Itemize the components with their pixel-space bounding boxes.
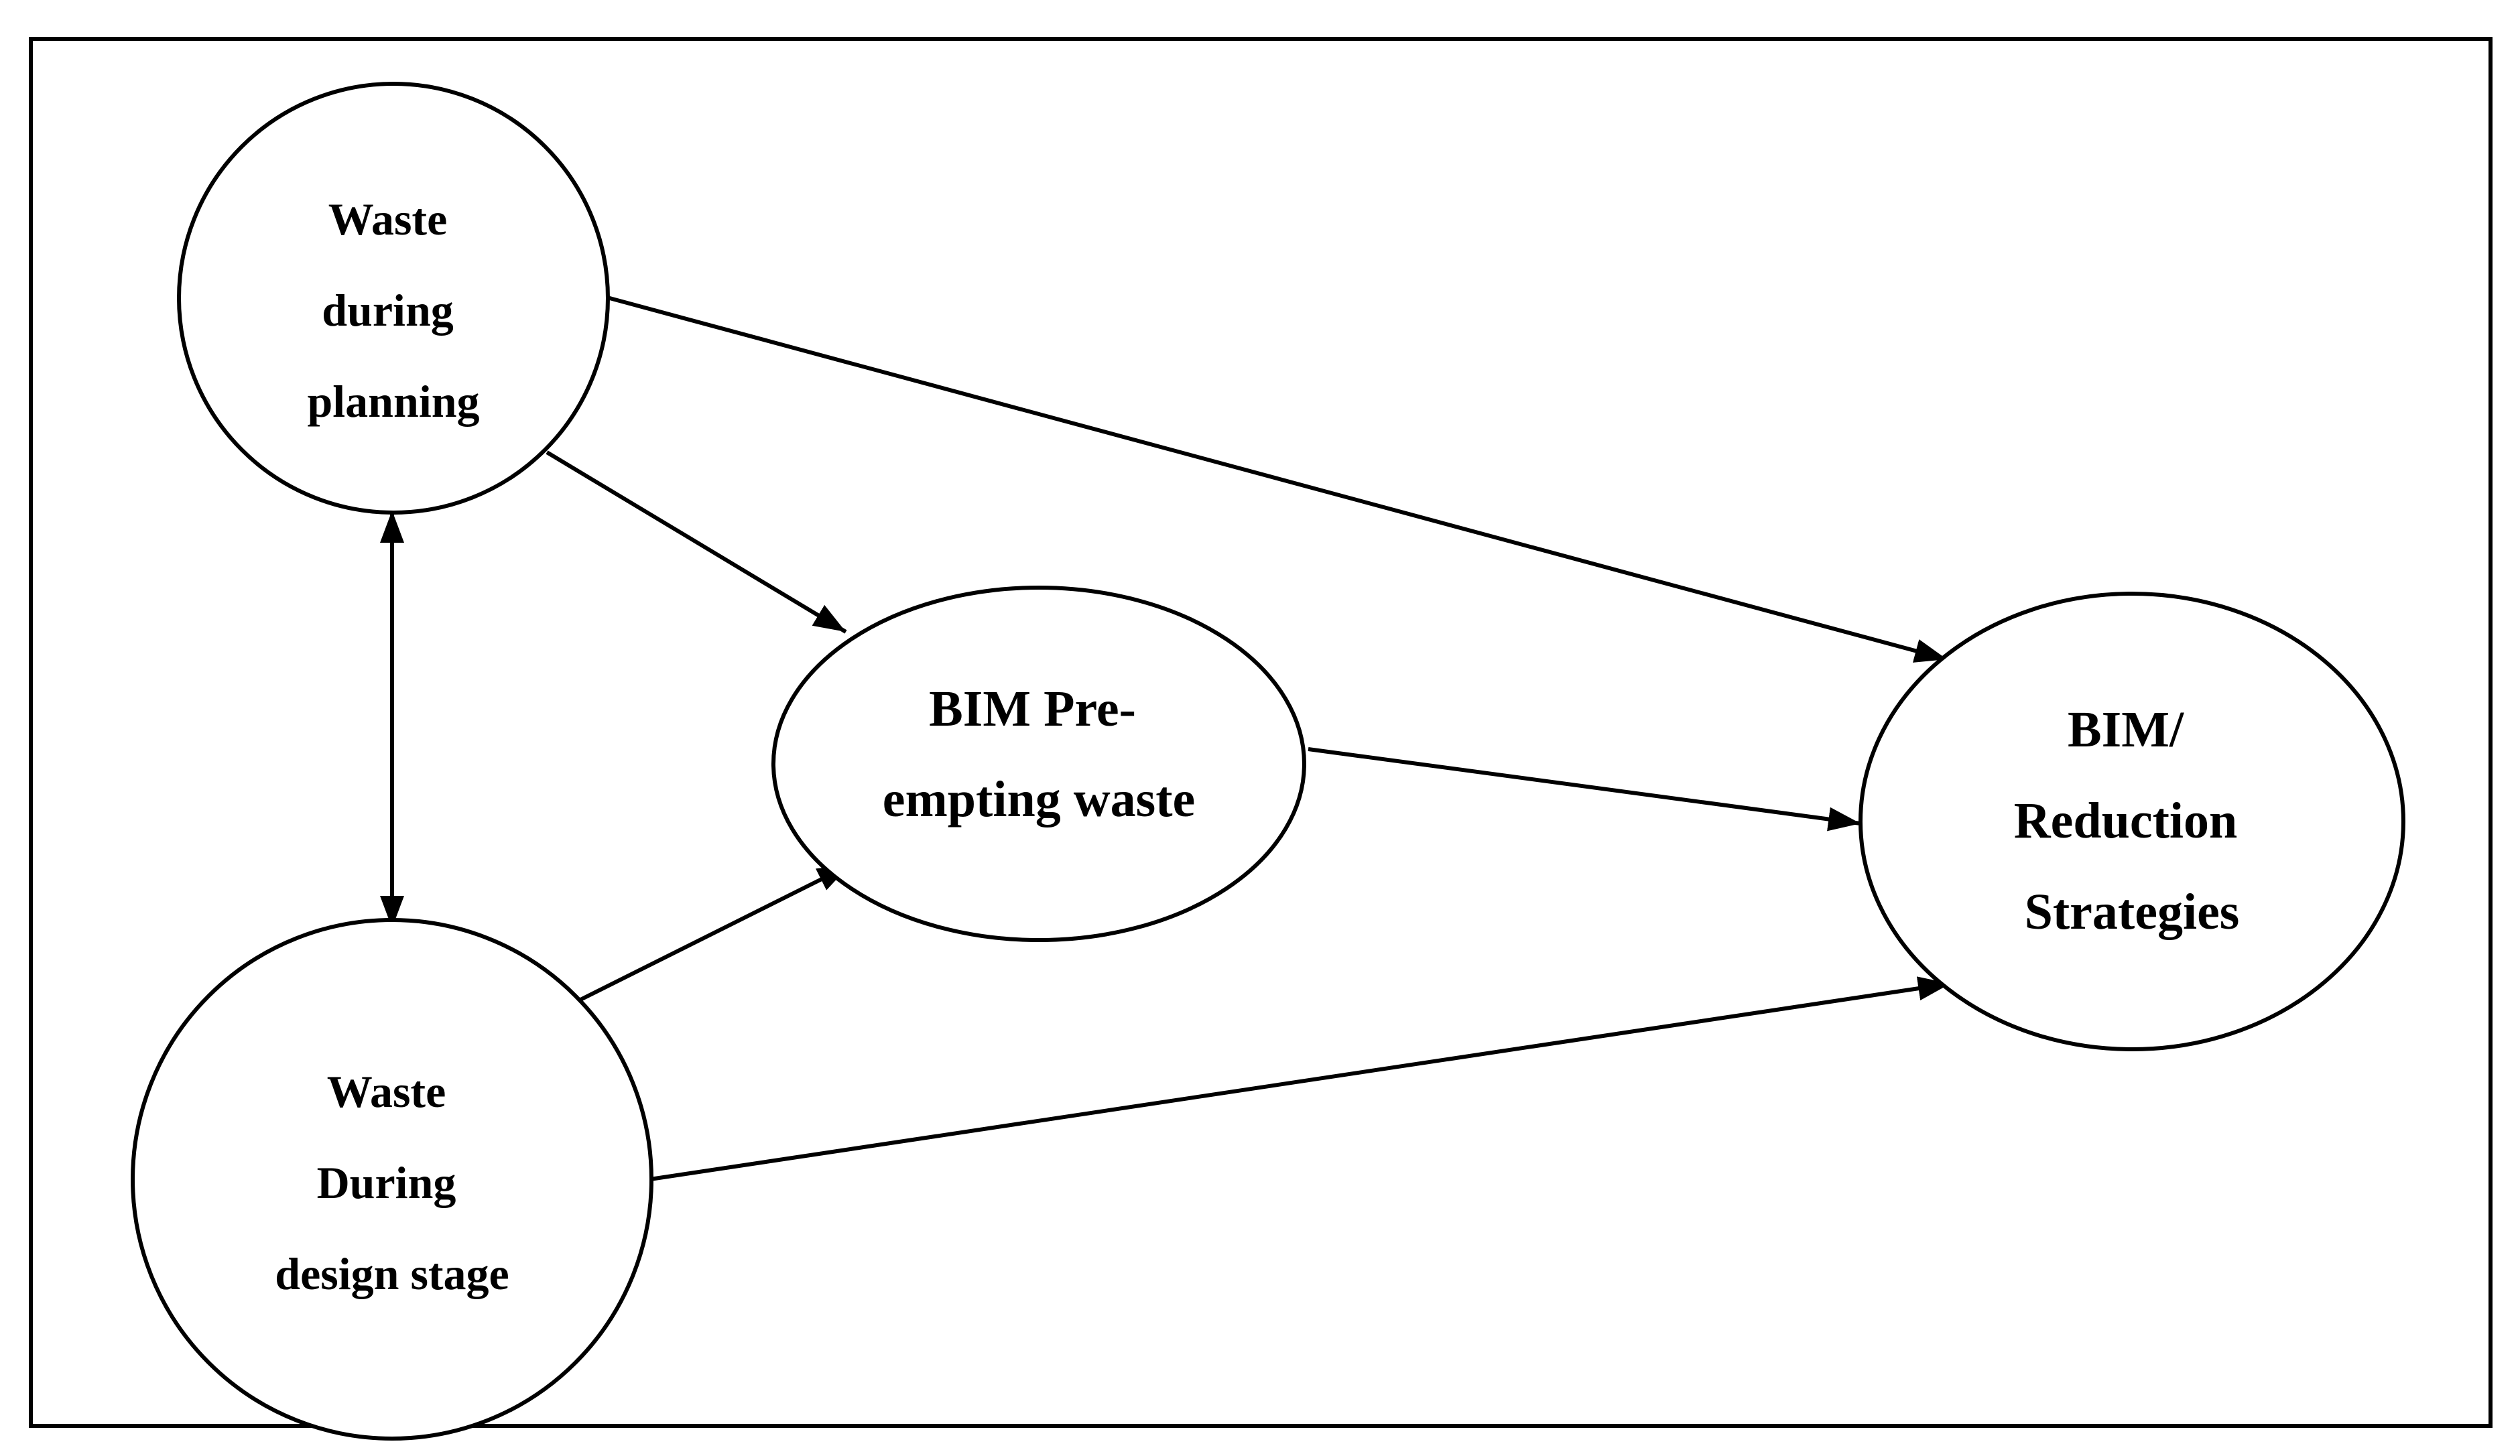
edges-layer: [380, 295, 1951, 1181]
node-planning-line-1: Waste: [328, 194, 448, 245]
node-preempt-ellipse: [771, 586, 1306, 942]
diagram-frame: [29, 37, 2493, 1428]
node-reduction-ellipse: [1858, 592, 2405, 1051]
node-reduction-line-2: Reduction: [2014, 793, 2238, 849]
svg-text:BIM Pre- empting waste: BIM Pre- empting waste: [883, 681, 1196, 828]
node-design-line-1: Waste: [327, 1066, 446, 1117]
node-waste-during-design-stage: Waste During design stage: [131, 918, 653, 1441]
node-waste-during-planning: Waste during planning: [177, 82, 610, 515]
node-bim-pre-empting-waste: BIM Pre- empting waste: [771, 586, 1306, 942]
node-preempt-line-1: BIM Pre-: [929, 681, 1136, 737]
edge-planning-to-preempt: [546, 450, 847, 634]
svg-text:Waste during plann: Waste during planning: [307, 194, 479, 427]
node-planning-line-2: during: [322, 285, 454, 336]
edge-planning-to-reduction: [607, 295, 1948, 663]
node-design-line-3: design stage: [275, 1248, 509, 1299]
node-reduction-line-1: BIM/: [2068, 702, 2184, 758]
node-reduction-line-3: Strategies: [2025, 884, 2240, 940]
node-planning-circle: [177, 82, 610, 515]
node-design-circle: [131, 918, 653, 1441]
svg-text:Waste During desig: Waste During design stage: [275, 1066, 509, 1299]
edge-preempt-to-reduction: [1308, 747, 1861, 832]
node-planning-line-3: planning: [307, 376, 479, 427]
node-design-line-2: During: [317, 1157, 456, 1208]
node-bim-reduction-strategies: BIM/ Reduction Strategies: [1858, 592, 2405, 1051]
edge-design-to-preempt: [575, 863, 851, 1004]
node-preempt-line-2: empting waste: [883, 771, 1196, 828]
edge-design-to-reduction: [649, 976, 1951, 1181]
svg-text:BIM/ Reduction Str: BIM/ Reduction Strategies: [2014, 702, 2251, 940]
